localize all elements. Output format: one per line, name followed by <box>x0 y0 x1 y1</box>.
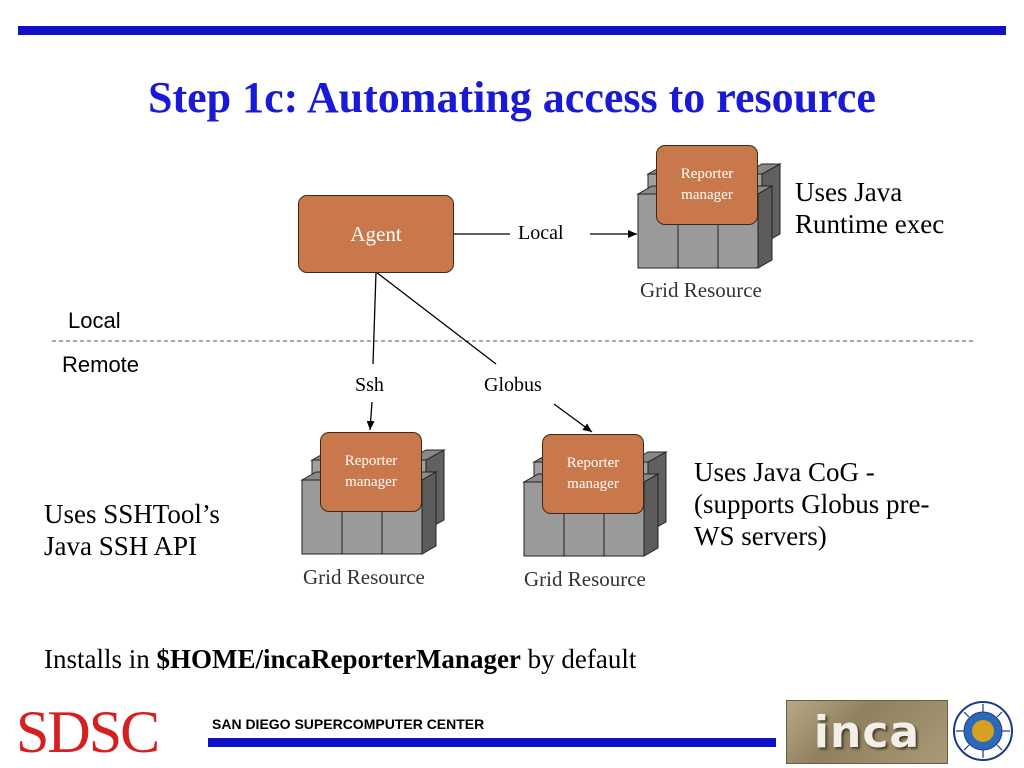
install-suffix: by default <box>520 644 637 674</box>
reporter-manager-ssh: Reporter manager <box>320 432 422 512</box>
install-prefix: Installs in <box>44 644 157 674</box>
note-line: WS servers) <box>694 521 827 551</box>
grid-resource-label-local: Grid Resource <box>640 278 762 302</box>
edge-agent-ssh <box>372 271 377 365</box>
reporter-manager-label-2: manager <box>567 476 619 492</box>
reporter-manager-label-1: Reporter <box>344 453 398 469</box>
edge-agent-globus <box>375 271 497 365</box>
agent-node: Agent <box>298 195 454 273</box>
reporter-manager-local: Reporter manager <box>656 145 758 225</box>
install-note: Installs in $HOME/incaReporterManager by… <box>44 644 636 675</box>
note-line: Runtime exec <box>795 209 945 239</box>
edge-label-ssh: Ssh <box>355 374 384 396</box>
note-line: Java SSH API <box>44 531 198 561</box>
edge-ssh-arrow <box>366 401 375 431</box>
nsf-seal-icon <box>953 701 1013 761</box>
install-path: $HOME/incaReporterManager <box>156 644 521 674</box>
reporter-manager-label-1: Reporter <box>566 455 620 471</box>
edge-globus-arrow <box>553 403 593 433</box>
reporter-manager-label-1: Reporter <box>680 166 734 182</box>
footer-rule <box>208 738 776 747</box>
reporter-manager-label-2: manager <box>345 474 397 490</box>
grid-resource-label-globus: Grid Resource <box>524 567 646 591</box>
sdsc-logo: SDSC <box>16 699 160 765</box>
grid-resource-label-ssh: Grid Resource <box>303 565 425 589</box>
note-line: (supports Globus pre- <box>694 489 930 519</box>
zone-label-remote: Remote <box>62 352 140 377</box>
top-rule <box>18 26 1006 35</box>
reporter-manager-label-2: manager <box>681 187 733 203</box>
note-line: Uses SSHTool’s <box>44 499 220 529</box>
edge-label-globus: Globus <box>484 374 542 396</box>
sdsc-org-name: SAN DIEGO SUPERCOMPUTER CENTER <box>212 716 485 732</box>
note-line: Uses Java <box>795 177 903 207</box>
note-java-runtime: Uses Java Runtime exec <box>795 176 944 240</box>
slide-title: Step 1c: Automating access to resource <box>148 73 876 122</box>
edge-label-local: Local <box>518 222 564 244</box>
note-line: Uses Java CoG - <box>694 457 875 487</box>
zone-label-local: Local <box>68 308 121 333</box>
inca-logo-text: inca <box>813 706 921 758</box>
reporter-manager-globus: Reporter manager <box>542 434 644 514</box>
note-java-cog: Uses Java CoG - (supports Globus pre- WS… <box>694 456 929 552</box>
inca-logo: inca <box>786 700 948 764</box>
note-sshtool: Uses SSHTool’s Java SSH API <box>44 498 220 562</box>
